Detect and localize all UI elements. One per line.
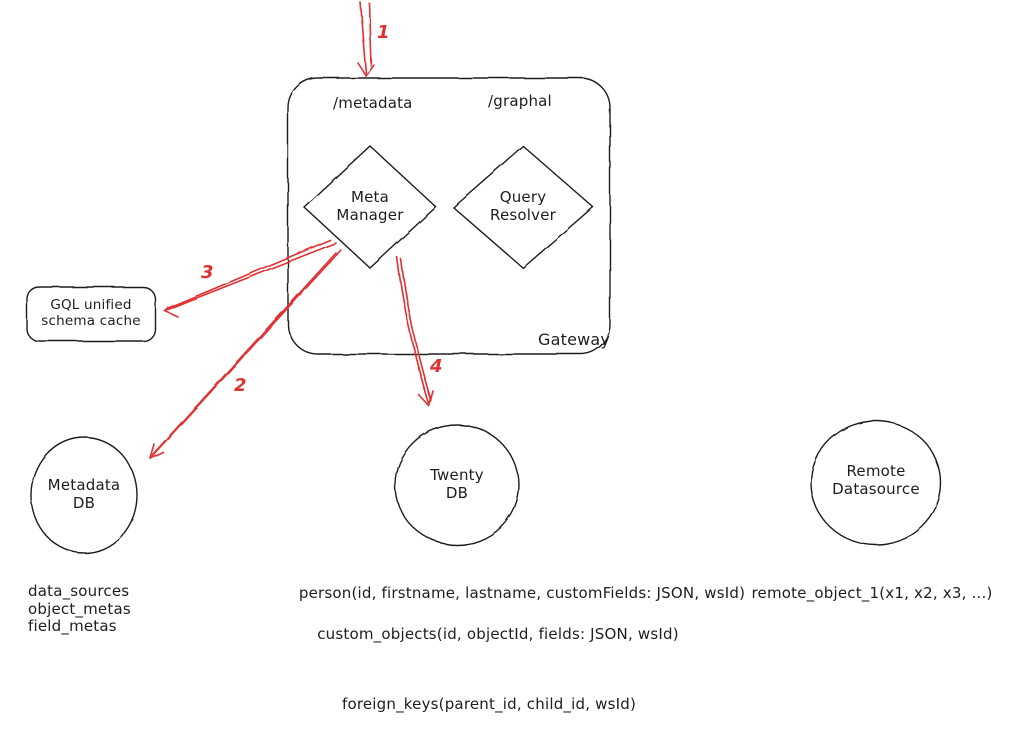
- custom-objects-schema: custom_objects(id, objectId, fields: JSO…: [317, 625, 679, 643]
- route-metadata-label: /metadata: [333, 94, 413, 112]
- step-3-label: 3: [201, 262, 214, 283]
- meta-manager-diamond: [302, 145, 438, 269]
- step-1-label: 1: [377, 22, 390, 43]
- route-graphql-label: /graphal: [488, 92, 552, 110]
- twenty-db-label: Twenty DB: [430, 466, 484, 503]
- step-2-label: 2: [234, 375, 247, 396]
- schema-cache-label: GQL unified schema cache: [41, 297, 141, 330]
- step-4-label: 4: [430, 356, 443, 377]
- schema-cache-box: [26, 286, 156, 342]
- gateway-box: [287, 77, 611, 355]
- remote-datasource-label: Remote Datasource: [832, 462, 920, 499]
- metadata-db-label: Metadata DB: [47, 476, 121, 513]
- metadata-db-circle: [30, 436, 138, 554]
- metadata-db-tables: data_sources object_metas field_metas: [28, 582, 131, 636]
- arrow-to-cache: [164, 239, 337, 318]
- query-resolver-label: Query Resolver: [489, 188, 557, 225]
- gateway-label: Gateway: [538, 330, 611, 349]
- twenty-db-circle: [394, 424, 520, 546]
- request-arrow: [357, 1, 375, 77]
- query-resolver-diamond: [451, 145, 595, 269]
- arrow-to-metadata-db: [149, 249, 342, 459]
- foreign-keys-schema: foreign_keys(parent_id, child_id, wsId): [341, 695, 637, 713]
- remote-object-schema: remote_object_1(x1, x2, x3, ...): [751, 584, 993, 602]
- arrow-to-twenty-db: [396, 256, 434, 407]
- meta-manager-label: Meta Manager: [336, 188, 404, 225]
- remote-datasource-circle: [810, 420, 942, 546]
- person-schema: person(id, firstname, lastname, customFi…: [298, 584, 746, 602]
